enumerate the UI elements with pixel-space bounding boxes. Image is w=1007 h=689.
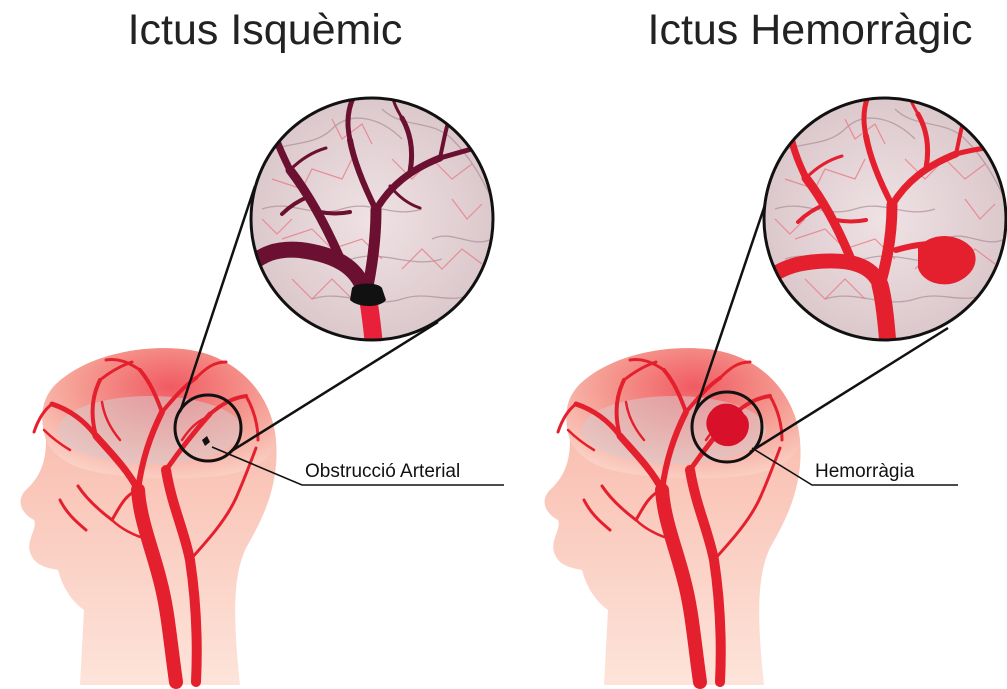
ischemic-panel: Ictus Isquèmic Obstrucció Arterial [21,6,504,685]
ischemic-zoom-line-lower [230,322,438,452]
ischemic-title: Ictus Isquèmic [128,6,403,54]
arterial-clot [350,284,386,307]
hemorrhagic-lens [764,78,1006,345]
hemorrhagic-head [545,348,801,685]
hemorrhagic-panel: Ictus Hemorràgic Hemorràgia [545,6,1006,685]
ischemic-callout-label: Obstrucció Arterial [305,461,460,482]
ischemic-head [21,348,277,685]
hemorrhagic-title: Ictus Hemorràgic [648,6,973,54]
ischemic-lens [250,82,493,345]
hemorrhagic-callout-label: Hemorràgia [815,461,915,482]
